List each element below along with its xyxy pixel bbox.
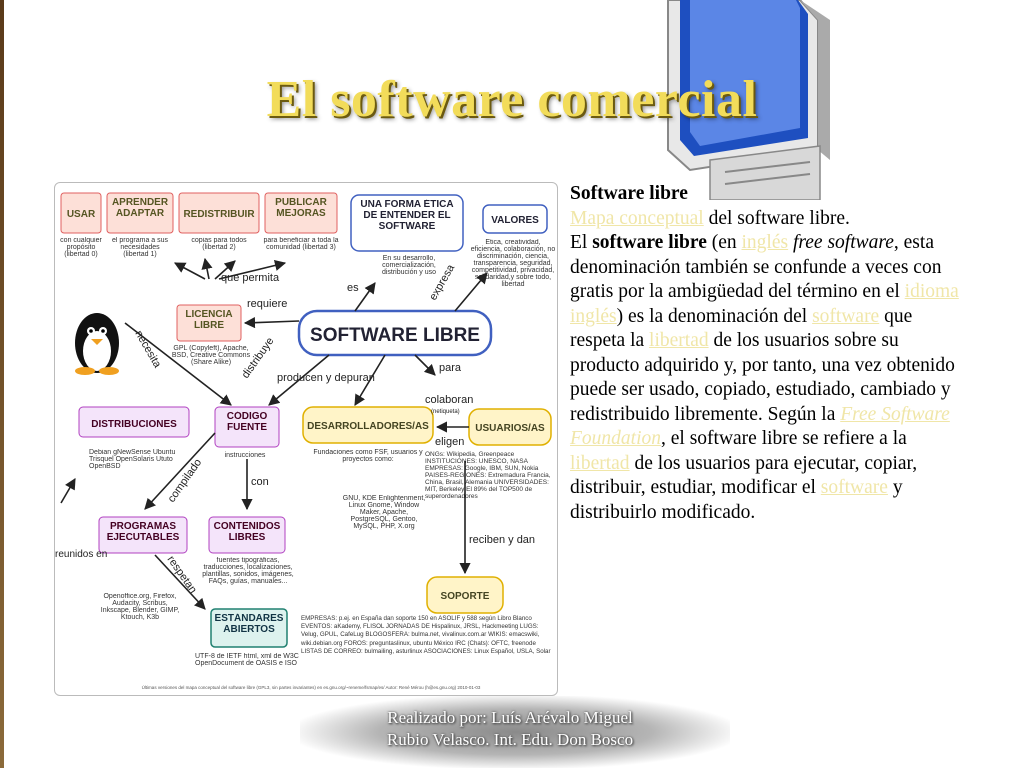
footer-author: Realizado por: Luís Arévalo Miguel <box>387 708 633 727</box>
slide-border <box>0 0 4 768</box>
node-estandares: ESTÁNDARES ABIERTOS UTF-8 de IETF html, … <box>195 608 299 667</box>
node-valores: VALORES Ética, creatividad, eficiencia, … <box>471 204 555 288</box>
node-soporte: SOPORTE <box>426 576 504 614</box>
text-heading: Software libre <box>570 183 688 204</box>
svg-text:instrucciones: instrucciones <box>225 452 266 459</box>
svg-text:(netiqueta): (netiqueta) <box>431 409 460 415</box>
link-libertad-1[interactable]: libertad <box>649 330 709 351</box>
svg-text:que permita: que permita <box>221 272 280 284</box>
svg-text:colaboran: colaboran <box>425 394 473 406</box>
svg-text:DESARROLLADORES/AS: DESARROLLADORES/AS <box>307 421 429 432</box>
svg-text:eligen: eligen <box>435 436 464 448</box>
soporte-info: EMPRESAS: p.ej. en España dan soporte 15… <box>301 615 551 655</box>
node-publicar: PUBLICAR MEJORAS para beneficiar a toda … <box>263 192 339 251</box>
node-usar: USAR con cualquier propósito (libertad 0… <box>60 192 102 258</box>
node-aprender: APRENDER ADAPTAR el programa a sus neces… <box>106 192 174 258</box>
svg-text:VALORES: VALORES <box>491 215 539 226</box>
penguin-mascot-icon <box>75 313 119 375</box>
node-usuarios: USUARIOS/AS ONGs: Wikipedia, Greenpeace … <box>425 408 552 500</box>
svg-text:con: con <box>251 476 269 488</box>
link-free-software-foundation[interactable]: Free Software Foundation <box>570 403 950 450</box>
node-forma-etica: UNA FORMA ÉTICA DE ENTENDER EL SOFTWARE … <box>350 194 464 276</box>
map-caption: Mapa conceptual del software libre. <box>570 207 850 229</box>
svg-text:USAR: USAR <box>67 209 96 220</box>
node-contenidos: CONTENIDOS LIBRES fuentes tipográficas, … <box>202 516 294 585</box>
credits: Últimas versiones del mapa conceptual de… <box>142 685 481 690</box>
node-desarrolladores: DESARROLLADORES/AS Fundaciones como FSF,… <box>302 406 434 530</box>
node-redistribuir: REDISTRIBUIR copias para todos (libertad… <box>178 192 260 251</box>
svg-text:producen y depuran: producen y depuran <box>277 372 375 384</box>
svg-text:DISTRIBUCIONES: DISTRIBUCIONES <box>91 419 177 430</box>
link-libertad-2[interactable]: libertad <box>570 452 630 474</box>
slide-title: El software comercial <box>266 71 758 128</box>
svg-text:reunidos en: reunidos en <box>55 549 107 560</box>
node-codigo-fuente: CÓDIGO FUENTE instrucciones <box>214 406 280 459</box>
link-mapa-conceptual[interactable]: Mapa conceptual <box>570 207 704 229</box>
node-software-libre: SOFTWARE LIBRE <box>297 309 493 357</box>
link-idioma-ingles[interactable]: idioma inglés <box>570 281 959 327</box>
svg-text:para: para <box>439 362 462 374</box>
footer-shadow <box>300 696 730 768</box>
svg-text:SOFTWARE LIBRE: SOFTWARE LIBRE <box>310 325 480 346</box>
node-programas: PROGRAMAS EJECUTABLES Openoffice.org, Fi… <box>98 516 188 621</box>
concept-map: USAR con cualquier propósito (libertad 0… <box>54 182 558 696</box>
node-distribuciones: DISTRIBUCIONES Debian gNewSense Ubuntu T… <box>78 406 190 470</box>
footer-school: Rubio Velasco. Int. Edu. Don Bosco <box>386 730 634 749</box>
link-software-1[interactable]: software <box>812 305 880 327</box>
svg-text:SOPORTE: SOPORTE <box>441 591 490 602</box>
link-software-2[interactable]: software <box>820 477 888 498</box>
description-paragraph: El software libre (en inglés free softwa… <box>570 232 959 523</box>
svg-text:requiere: requiere <box>247 298 287 310</box>
slide-footer: Realizado por: Luís Arévalo Miguel Rubio… <box>330 707 690 751</box>
svg-text:USUARIOS/AS: USUARIOS/AS <box>475 423 545 434</box>
concept-map-diagram: USAR con cualquier propósito (libertad 0… <box>55 192 555 690</box>
svg-text:reciben y dan: reciben y dan <box>469 534 535 546</box>
svg-text:respetan: respetan <box>165 554 199 596</box>
link-ingles[interactable]: inglés <box>741 232 789 253</box>
text-column: Software libre Mapa conceptual del softw… <box>570 182 962 525</box>
connection-arrows <box>60 257 488 610</box>
svg-text:REDISTRIBUIR: REDISTRIBUIR <box>183 209 255 220</box>
svg-text:es: es <box>347 282 359 294</box>
computer-monitor-icon <box>667 0 830 200</box>
node-licencia: LICENCIA LIBRE GPL (Copyleft), Apache, B… <box>172 304 250 366</box>
